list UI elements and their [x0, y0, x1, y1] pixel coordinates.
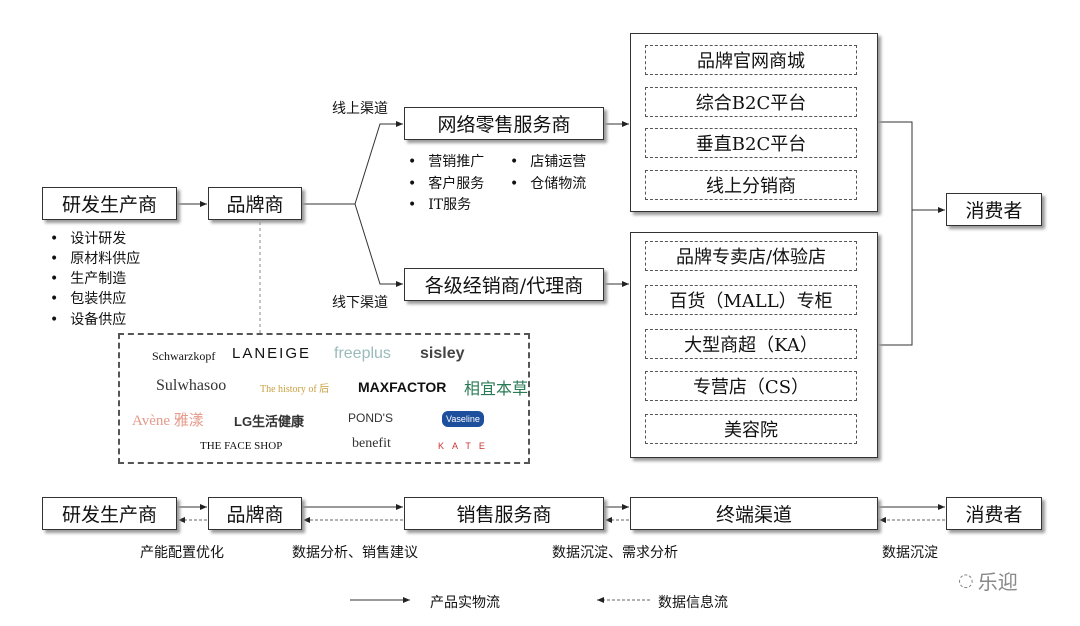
- feedback-label: 数据分析、销售建议: [292, 545, 418, 561]
- offline-channel-item: 百货（MALL）专柜: [645, 285, 857, 315]
- online-bullet: 客户服务: [408, 173, 484, 193]
- logo-laneige: LANEIGE: [232, 345, 312, 362]
- offline-channel-item: 专营店（CS）: [645, 371, 857, 401]
- online-bullet: IT服务: [408, 194, 471, 214]
- logo-ponds: POND'S: [348, 411, 393, 425]
- logo-kate: KATE: [438, 441, 493, 451]
- logo-xiangyi: 相宜本草: [464, 381, 529, 398]
- bottom-producer-box: 研发生产商: [42, 497, 177, 530]
- online-provider-box: 网络零售服务商: [404, 107, 604, 140]
- online-bullet: 仓储物流: [510, 173, 586, 193]
- logo-lg: LG生活健康: [234, 414, 305, 429]
- bottom-terminal-channel-box: 终端渠道: [630, 497, 878, 530]
- producer-bullet: 原材料供应: [50, 248, 140, 268]
- logo-thefaceshop: THE FACE SHOP: [200, 440, 283, 452]
- legend-physical-flow: 产品实物流: [430, 595, 500, 611]
- brand-box: 品牌商: [208, 187, 302, 220]
- consumer-box: 消费者: [946, 193, 1042, 226]
- producer-bullet: 生产制造: [50, 268, 126, 288]
- producer-box: 研发生产商: [42, 187, 177, 220]
- producer-bullet: 设备供应: [50, 309, 126, 329]
- logo-vaseline: Vaseline: [442, 411, 484, 427]
- offline-provider-box: 各级经销商/代理商: [404, 268, 604, 301]
- offline-channel-item: 美容院: [645, 414, 857, 444]
- feedback-label: 数据沉淀: [882, 545, 938, 561]
- online-channel-item: 线上分销商: [645, 170, 857, 200]
- bottom-consumer-box: 消费者: [946, 497, 1042, 530]
- producer-bullet: 包装供应: [50, 288, 126, 308]
- feedback-label: 数据沉淀、需求分析: [552, 545, 678, 561]
- producer-bullet: 设计研发: [50, 228, 126, 248]
- feedback-label: 产能配置优化: [140, 545, 224, 561]
- offline-channels-container: 品牌专卖店/体验店 百货（MALL）专柜 大型商超（KA） 专营店（CS） 美容…: [630, 232, 878, 458]
- arrow-offline: [354, 203, 403, 287]
- legend-data-flow: 数据信息流: [658, 595, 728, 611]
- online-channel-label: 线上渠道: [332, 101, 388, 117]
- online-bullet: 店铺运营: [510, 151, 586, 171]
- brand-logos-panel: Schwarzkopf LANEIGE freeplus sisley Sulw…: [118, 333, 530, 464]
- online-bullet: 营销推广: [408, 151, 484, 171]
- logo-history-of-whoo: The history of 后: [260, 384, 330, 395]
- logo-sisley: sisley: [420, 345, 465, 362]
- watermark-text: 乐迎: [977, 570, 1018, 594]
- online-channels-container: 品牌官网商城 综合B2C平台 垂直B2C平台 线上分销商: [630, 33, 878, 212]
- arrow-online: [302, 121, 403, 205]
- logo-maxfactor: MAXFACTOR: [358, 379, 447, 395]
- offline-channel-item: 大型商超（KA）: [645, 329, 857, 359]
- offline-channel-item: 品牌专卖店/体验店: [645, 241, 857, 271]
- logo-freeplus: freeplus: [334, 345, 391, 362]
- logo-sulwhasoo: Sulwhasoo: [156, 377, 227, 394]
- logo-avene: Avène 雅漾: [132, 413, 204, 429]
- online-channel-item: 综合B2C平台: [645, 87, 857, 117]
- bottom-sales-provider-box: 销售服务商: [404, 497, 604, 530]
- online-channel-item: 品牌官网商城: [645, 45, 857, 75]
- offline-channel-label: 线下渠道: [332, 295, 388, 311]
- bottom-brand-box: 品牌商: [208, 497, 302, 530]
- online-channel-item: 垂直B2C平台: [645, 128, 857, 158]
- watermark: ◌ 乐迎: [958, 566, 1018, 595]
- logo-benefit: benefit: [352, 436, 391, 451]
- wechat-icon: ◌: [958, 570, 974, 591]
- logo-schwarzkopf: Schwarzkopf: [152, 349, 216, 363]
